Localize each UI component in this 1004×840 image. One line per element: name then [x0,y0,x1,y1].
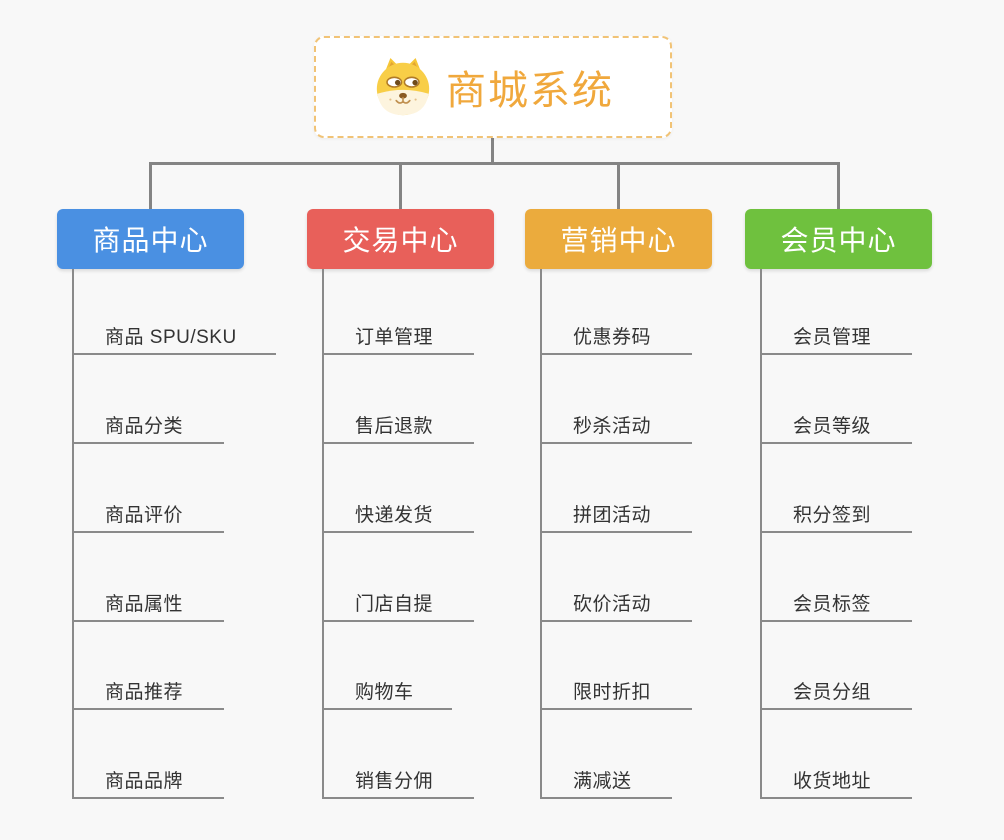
subtopic-label: 收货地址 [793,771,872,792]
branch-connector-drop-4 [837,162,840,210]
subtopic-label: 售后退款 [355,416,434,437]
subtopic[interactable]: 会员管理 [760,317,912,355]
subtopic[interactable]: 会员标签 [760,584,912,622]
subtopic[interactable]: 商品推荐 [72,672,224,710]
branch-topic-marketing[interactable]: 营销中心 [525,209,712,269]
subtopic[interactable]: 砍价活动 [540,584,692,622]
root-topic-label: 商城系统 [446,69,614,113]
subtopic-label: 商品分类 [105,416,184,437]
subtopic[interactable]: 商品品牌 [72,761,224,799]
subtopic-label: 门店自提 [355,594,434,615]
branch-topic-members[interactable]: 会员中心 [745,209,932,269]
subtree-line-marketing [540,269,542,799]
subtopic[interactable]: 快递发货 [322,495,474,533]
branch-connector-rail [149,162,840,165]
branch-topic-products[interactable]: 商品中心 [57,209,244,269]
subtopic-label: 商品品牌 [105,771,184,792]
subtopic-label: 满减送 [573,771,632,792]
subtopic[interactable]: 商品评价 [72,495,224,533]
branch-topic-label: 商品中心 [92,225,209,256]
subtopic-label: 秒杀活动 [573,416,652,437]
subtopic[interactable]: 商品属性 [72,584,224,622]
subtopic[interactable]: 积分签到 [760,495,912,533]
subtopic-label: 会员分组 [793,682,872,703]
subtree-line-members [760,269,762,799]
branch-connector-drop-1 [149,162,152,210]
subtopic[interactable]: 销售分佣 [322,761,474,799]
subtopic[interactable]: 会员等级 [760,406,912,444]
subtopic-label: 优惠券码 [573,327,652,348]
subtopic[interactable]: 满减送 [540,761,672,799]
subtopic[interactable]: 商品分类 [72,406,224,444]
subtopic-label: 会员管理 [793,327,872,348]
subtopic-label: 商品 SPU/SKU [105,327,237,348]
subtopic[interactable]: 售后退款 [322,406,474,444]
subtopic-label: 拼团活动 [573,505,652,526]
subtree-line-products [72,269,74,799]
subtopic[interactable]: 商品 SPU/SKU [72,317,276,355]
subtopic-label: 会员标签 [793,594,872,615]
subtopic-label: 商品评价 [105,505,184,526]
subtopic[interactable]: 购物车 [322,672,452,710]
subtree-line-trade [322,269,324,799]
root-topic[interactable]: 商城系统 [314,36,672,138]
subtopic-label: 订单管理 [355,327,434,348]
subtopic[interactable]: 优惠券码 [540,317,692,355]
branch-topic-label: 交易中心 [342,225,459,256]
branch-topic-trade[interactable]: 交易中心 [307,209,494,269]
dog-face-icon [372,56,434,118]
branch-topic-label: 营销中心 [560,225,677,256]
subtopic-label: 销售分佣 [355,771,434,792]
subtopic-label: 限时折扣 [573,682,652,703]
subtopic-label: 商品推荐 [105,682,184,703]
subtopic[interactable]: 收货地址 [760,761,912,799]
subtopic[interactable]: 会员分组 [760,672,912,710]
subtopic[interactable]: 秒杀活动 [540,406,692,444]
subtopic[interactable]: 限时折扣 [540,672,692,710]
branch-topic-label: 会员中心 [780,225,897,256]
subtopic-label: 砍价活动 [573,594,652,615]
subtopic-label: 快递发货 [355,505,434,526]
subtopic[interactable]: 订单管理 [322,317,474,355]
root-connector-stem [491,138,494,163]
subtopic-label: 购物车 [355,682,414,703]
subtopic[interactable]: 拼团活动 [540,495,692,533]
subtopic-label: 商品属性 [105,594,184,615]
branch-connector-drop-3 [617,162,620,210]
subtopic-label: 积分签到 [793,505,872,526]
subtopic[interactable]: 门店自提 [322,584,474,622]
branch-connector-drop-2 [399,162,402,210]
subtopic-label: 会员等级 [793,416,872,437]
